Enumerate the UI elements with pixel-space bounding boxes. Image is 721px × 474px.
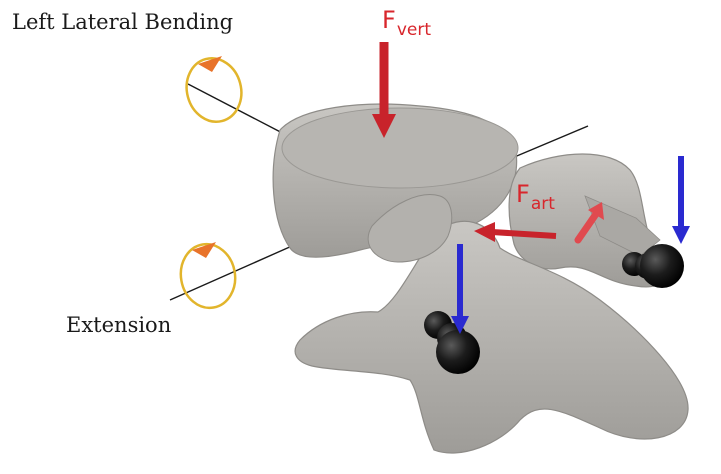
vertical-force-label: Fvert bbox=[382, 6, 431, 34]
articular-force-symbol: F bbox=[516, 180, 530, 208]
extension-label: Extension bbox=[66, 313, 171, 337]
vertical-force-symbol: F bbox=[382, 6, 396, 34]
left-lateral-bending-label: Left Lateral Bending bbox=[12, 10, 233, 34]
bending-axis-line bbox=[188, 84, 292, 138]
bending-axis-line-far bbox=[512, 126, 588, 158]
articular-force-label: Fart bbox=[516, 180, 555, 208]
extension-rotation-ring-icon bbox=[176, 240, 240, 312]
right-blue-arrow-icon bbox=[672, 156, 690, 244]
vertical-force-subscript: vert bbox=[397, 20, 431, 40]
bending-rotation-ring-icon bbox=[180, 52, 249, 128]
articular-force-subscript: art bbox=[531, 194, 555, 214]
vertebra-bone bbox=[273, 104, 688, 453]
